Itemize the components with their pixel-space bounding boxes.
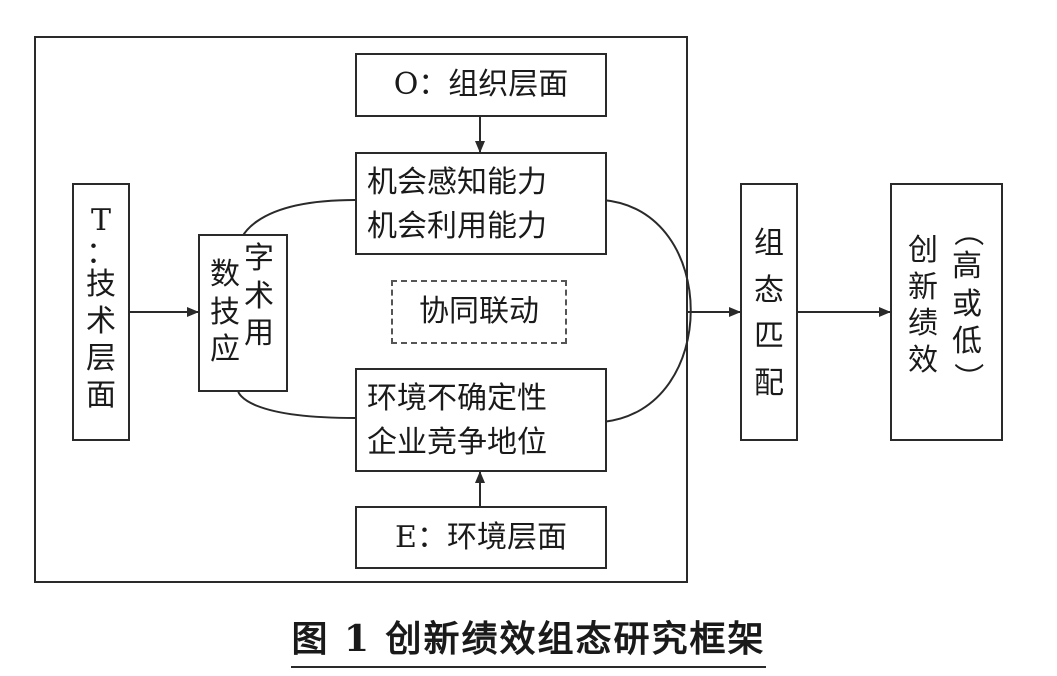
- environment-box: 环境不确定性 企业竞争地位: [355, 368, 607, 472]
- performance-col2: （ 高 或 低 ）: [949, 216, 985, 393]
- digital-tech-col1: 数 技 应: [210, 257, 240, 367]
- environment-line2: 企业竞争地位: [367, 425, 547, 460]
- performance-box: 创 新 绩 效 （ 高 或 低 ）: [890, 183, 1003, 441]
- env-level-box: E：环境层面: [355, 506, 607, 569]
- tech-level-box: T ： 技 术 层 面: [72, 183, 130, 441]
- configuration-label: 组 态 匹 配: [754, 226, 784, 401]
- figure-caption-text: 图 1 创新绩效组态研究框架: [291, 618, 766, 668]
- tech-level-label: T ： 技 术 层 面: [86, 203, 116, 413]
- env-level-label: E：环境层面: [395, 519, 567, 555]
- capability-line1: 机会感知能力: [367, 165, 547, 200]
- framework-frame: [34, 36, 688, 583]
- performance-col1: 创 新 绩 效: [908, 233, 938, 378]
- figure-caption: 图 1 创新绩效组态研究框架: [0, 610, 1057, 668]
- digital-tech-col2: 字 术 用: [244, 241, 274, 351]
- environment-line1: 环境不确定性: [367, 381, 547, 416]
- synergy-box: 协同联动: [391, 280, 567, 344]
- configuration-box: 组 态 匹 配: [740, 183, 798, 441]
- synergy-label: 协同联动: [419, 294, 539, 329]
- capability-line2: 机会利用能力: [367, 209, 547, 244]
- digital-tech-box: 数 技 应 字 术 用: [198, 234, 288, 392]
- org-level-label: O：组织层面: [393, 67, 569, 102]
- capability-box: 机会感知能力 机会利用能力: [355, 152, 607, 255]
- org-level-box: O：组织层面: [355, 53, 607, 117]
